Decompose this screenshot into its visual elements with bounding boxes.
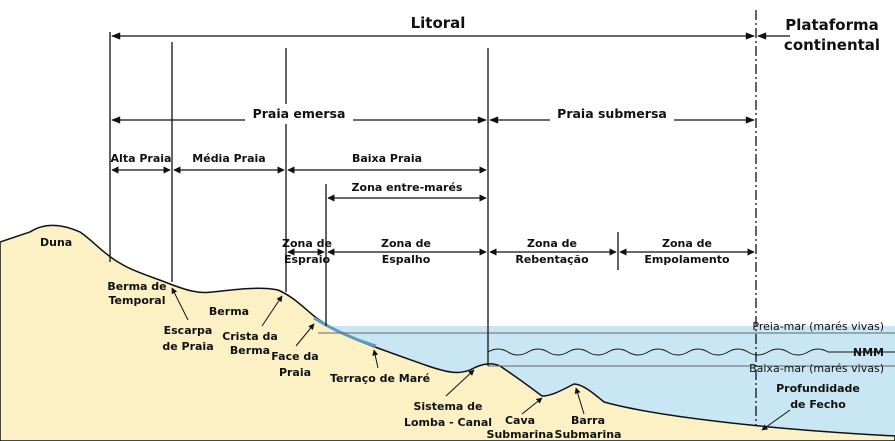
berma-temporal-label-line1: Berma de [107,280,166,293]
espalho-label-line2: Espalho [382,253,431,266]
media-praia-label: Média Praia [192,152,265,165]
sea-water [300,326,895,441]
barra-label-line1: Barra [571,414,605,427]
profundidade-label-line2: de Fecho [790,398,846,411]
rebentacao-label-line2: Rebentação [515,253,589,266]
empolamento-label-line2: Empolamento [644,253,730,266]
espraio-label-line2: Espraio [284,253,331,266]
preia-mar-label: Preia-mar (marés vivas) [752,320,884,333]
alta-praia-label: Alta Praia [111,152,172,165]
crista-pointer [261,295,283,327]
crista-label-line2: Berma [230,344,270,357]
espraio-label-line1: Zona de [282,237,332,250]
escarpa-label-line1: Escarpa [164,324,213,337]
face-label-line2: Praia [279,366,311,379]
litoral-label: Litoral [411,14,466,32]
profundidade-pointer [761,409,791,431]
empolamento-label-line1: Zona de [662,237,712,250]
sistema-pointer [445,369,475,397]
duna-label: Duna [40,236,72,249]
entre-mares-label: Zona entre-marés [352,181,463,194]
sistema-label-line2: Lomba - Canal [404,416,492,429]
face-label-line1: Face da [271,350,318,363]
cava-pointer [521,397,543,415]
terraco-pointer [372,349,379,369]
land-profile [0,224,895,441]
nmm-label: NMM [853,346,884,359]
face-pointer [295,323,315,347]
espalho-label-line1: Zona de [381,237,431,250]
praia-submersa-label: Praia submersa [557,106,667,121]
nmm-wave-line [487,348,895,356]
rebentacao-label-line1: Zona de [527,237,577,250]
escarpa-pointer [171,287,189,321]
plataforma-label-line1: Plataforma [785,16,879,34]
praia-emersa-label: Praia emersa [253,106,346,121]
profundidade-label-line1: Profundidade [776,382,860,395]
crista-label-line1: Crista da [222,330,278,343]
cava-label-line1: Cava [505,414,535,427]
berma-temporal-label-line2: Temporal [108,294,165,307]
terraco-label: Terraço de Maré [330,372,430,385]
cava-label-line2: Submarina [487,428,554,441]
escarpa-label-line2: de Praia [162,340,213,353]
barra-label-line2: Submarina [555,428,622,441]
sistema-label-line1: Sistema de [413,400,482,413]
baixa-mar-label: Baixa-mar (marés vivas) [749,362,884,375]
berma-label: Berma [209,305,249,318]
barra-pointer [574,387,585,415]
plataforma-label-line2: continental [784,36,880,54]
baixa-praia-label: Baixa Praia [352,152,422,165]
